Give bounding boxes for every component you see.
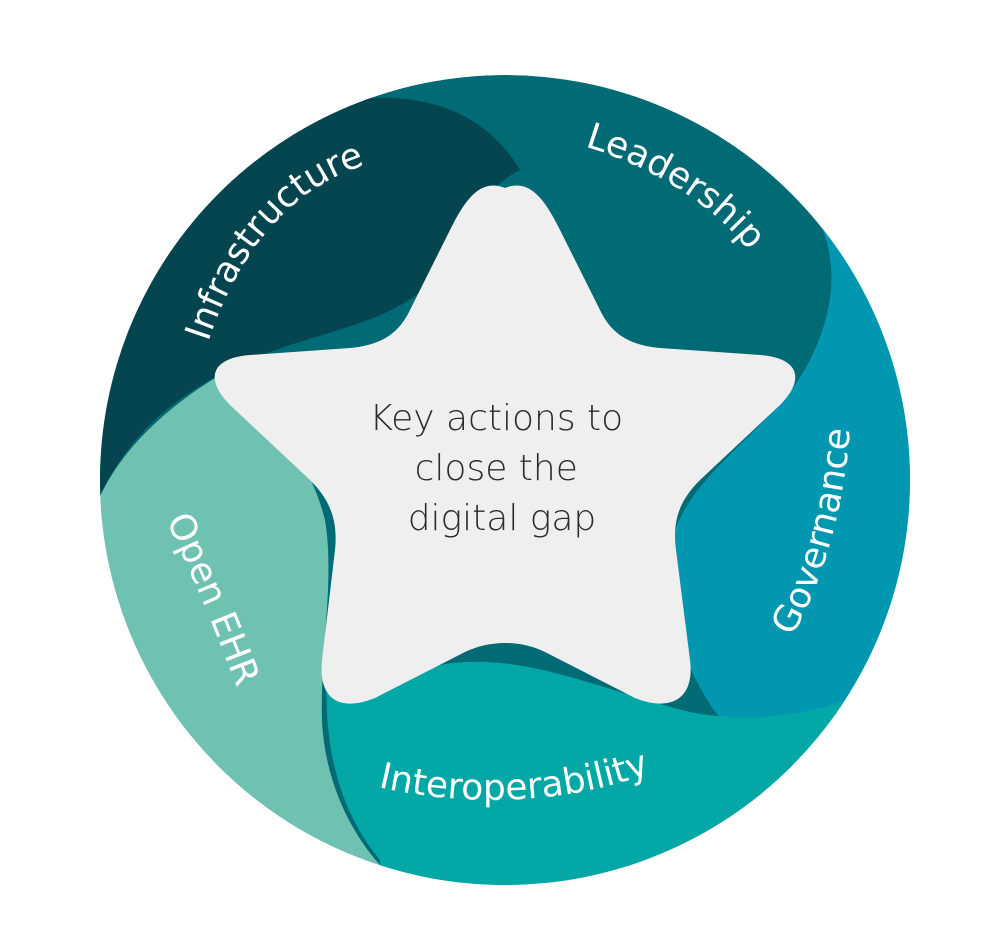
center-text-line-1: Key actions to (369, 398, 623, 439)
center-text-line-2: close the (415, 448, 578, 489)
segment-governance (669, 212, 910, 718)
center-text: Key actions to close the digital gap (369, 398, 634, 539)
center-star (214, 185, 796, 704)
center-text-line-3: digital gap (408, 498, 597, 539)
